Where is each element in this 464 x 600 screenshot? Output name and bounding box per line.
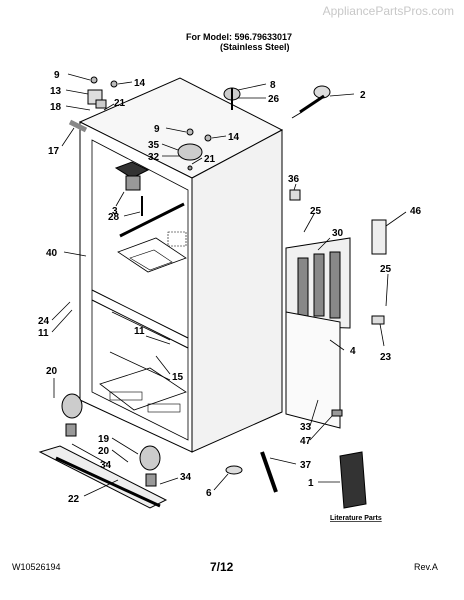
callout-25-panel: 25 <box>310 206 322 217</box>
front-roller-right <box>139 445 161 487</box>
callout-34-left: 34 <box>100 460 112 471</box>
callout-9-center: 9 <box>154 124 160 135</box>
callout-20-bottom: 20 <box>98 446 110 457</box>
callout-18: 18 <box>50 102 62 113</box>
callout-26: 26 <box>268 94 280 105</box>
leader-lines <box>51 73 407 497</box>
callout-1: 1 <box>308 478 314 489</box>
callout-21-center: 21 <box>204 154 216 165</box>
callout-32: 32 <box>148 152 160 163</box>
literature-parts-label: Literature Parts <box>330 515 382 522</box>
part-37-tube <box>260 451 278 493</box>
callout-4: 4 <box>350 346 356 357</box>
callout-11-left: 11 <box>38 328 49 339</box>
part-23-clip <box>371 315 385 325</box>
callout-9-top: 9 <box>54 70 60 81</box>
callout-35: 35 <box>148 140 160 151</box>
model-title: For Model: 596.79633017 (Stainless Steel… <box>186 32 292 52</box>
callout-24: 24 <box>38 316 50 327</box>
callout-47: 47 <box>300 436 312 447</box>
callout-6: 6 <box>206 488 212 499</box>
watermark: AppliancePartsPros.com <box>322 4 454 18</box>
document-number: W10526194 <box>12 562 61 572</box>
callout-21-top: 21 <box>114 98 126 109</box>
part-36-clip <box>289 189 301 201</box>
part-30-panel <box>285 237 351 429</box>
callout-46: 46 <box>410 206 422 217</box>
callout-3: 3 <box>112 206 118 217</box>
part-46-bracket <box>371 219 387 255</box>
callout-23: 23 <box>380 352 392 363</box>
callout-40: 40 <box>46 248 58 259</box>
revision-label: Rev.A <box>414 562 438 572</box>
callout-20-left: 20 <box>46 366 58 377</box>
model-number: For Model: 596.79633017 <box>186 32 293 42</box>
front-roller-left <box>61 393 83 437</box>
callout-28: 28 <box>108 212 120 223</box>
refrigerator-cabinet <box>78 77 284 453</box>
callout-17: 17 <box>48 146 60 157</box>
callout-8: 8 <box>270 80 276 91</box>
part-22-grille <box>38 445 168 509</box>
callout-15: 15 <box>172 372 184 383</box>
callout-11-center: 11 <box>134 326 145 337</box>
callout-19: 19 <box>98 434 110 445</box>
model-finish: (Stainless Steel) <box>220 42 290 52</box>
literature-parts-box <box>339 451 367 509</box>
part-6-ring <box>225 465 243 475</box>
callout-36: 36 <box>288 174 300 185</box>
callout-14-center: 14 <box>228 132 240 143</box>
part-3-chute <box>114 161 150 216</box>
top-left-hinge <box>68 76 118 133</box>
part-2-tube <box>291 85 331 119</box>
callout-30: 30 <box>332 228 344 239</box>
callout-33: 33 <box>300 422 312 433</box>
page-number: 7/12 <box>210 560 234 574</box>
part-8-valve <box>223 87 241 110</box>
top-center-hinge <box>177 128 212 171</box>
callout-2: 2 <box>360 90 366 101</box>
callout-37: 37 <box>300 460 312 471</box>
callout-25-side: 25 <box>380 264 392 275</box>
callout-14-top: 14 <box>134 78 146 89</box>
part-47-clip <box>331 409 343 417</box>
callout-13: 13 <box>50 86 62 97</box>
callout-34-right: 34 <box>180 472 192 483</box>
callout-22: 22 <box>68 494 80 505</box>
